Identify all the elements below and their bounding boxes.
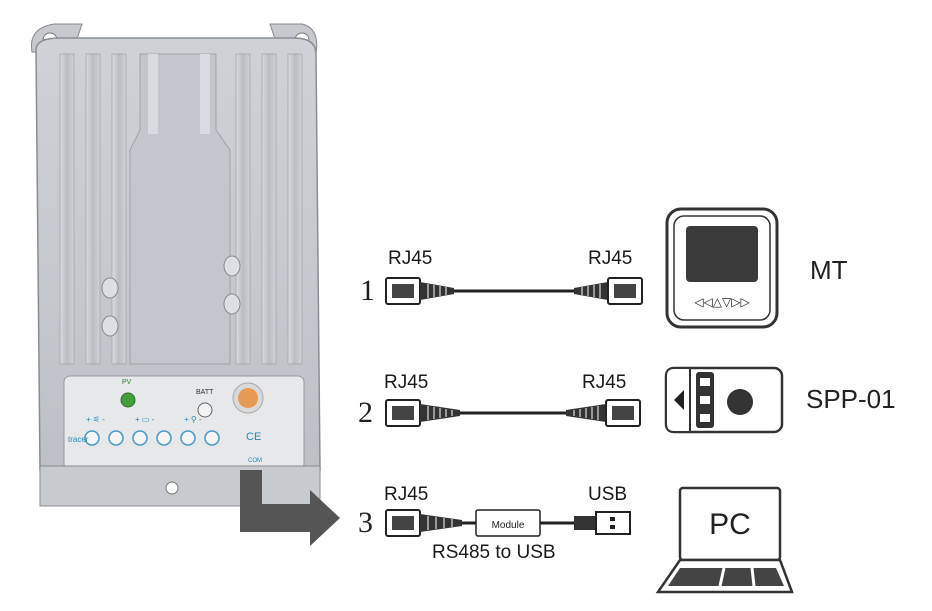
screw-bosses <box>101 255 241 337</box>
pv-label: PV <box>122 379 132 386</box>
mt-label: MT <box>810 255 848 285</box>
conn2-right-connector-label: RJ45 <box>582 372 627 393</box>
batt-led <box>197 402 213 418</box>
module-label: Module <box>492 520 525 531</box>
cable-caption: RS485 to USB <box>432 542 556 563</box>
spp01-device-icon <box>664 366 784 434</box>
mt-button-row: ◁◁△▽▷▷ <box>694 295 750 309</box>
conn1-number: 1 <box>360 274 375 307</box>
heatsink-fins <box>59 53 303 365</box>
pc-label: PC <box>709 508 751 541</box>
mt-device-icon: ◁◁△▽▷▷ <box>665 207 779 329</box>
conn3-cable: Module <box>385 509 631 537</box>
conn3-left-connector-label: RJ45 <box>384 484 429 505</box>
conn1-left-connector-label: RJ45 <box>388 248 433 269</box>
conn3-right-connector-label: USB <box>588 484 628 505</box>
spp01-label: SPP-01 <box>806 384 896 414</box>
connection-arrow <box>240 470 340 546</box>
conn2-left-connector-label: RJ45 <box>384 372 429 393</box>
terminal-row <box>84 430 220 446</box>
button-glyph-3: + ⚲ - <box>184 415 202 424</box>
bottom-bracket <box>39 465 321 507</box>
conn1-cable <box>385 277 643 305</box>
conn2-number: 2 <box>358 396 373 429</box>
button-glyph-2: + ▭ - <box>135 415 155 424</box>
brand-label: tracer <box>68 435 89 444</box>
batt-label: BATT <box>196 389 214 396</box>
conn3-number: 3 <box>358 506 373 539</box>
ce-mark: CE <box>246 431 261 443</box>
conn2-cable <box>385 399 641 427</box>
button-glyph-1: + ⚟ - <box>86 415 105 424</box>
conn1-right-connector-label: RJ45 <box>588 248 633 269</box>
solar-charge-controller: PV BATT + ⚟ - + ▭ - + ⚲ - tracer CE COM <box>30 23 321 507</box>
pv-led <box>120 392 136 408</box>
pc-device-icon: PC <box>655 486 794 594</box>
com-label: COM <box>248 458 262 464</box>
